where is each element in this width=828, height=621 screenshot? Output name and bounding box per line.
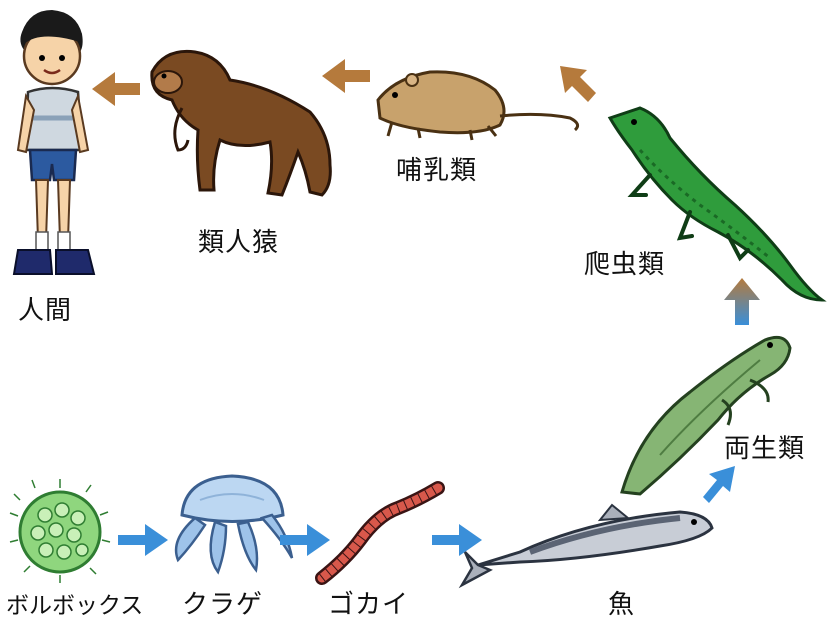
- arrow-worm-to-fish: [432, 524, 482, 556]
- label-ape: 類人猿: [198, 228, 280, 258]
- reptile-icon: [607, 106, 827, 302]
- arrow-fish-to-amphibian: [703, 466, 735, 503]
- label-human: 人間: [18, 296, 73, 326]
- label-jellyfish: クラゲ: [182, 590, 264, 620]
- jellyfish-icon: [174, 474, 294, 575]
- arrow-reptile-to-mammal: [560, 66, 596, 102]
- volvox-icon: [9, 479, 111, 583]
- human-icon: [12, 10, 96, 275]
- mammal-icon: [376, 70, 580, 141]
- arrow-ape-to-human: [92, 72, 140, 106]
- arrow-volvox-to-jellyfish: [118, 524, 168, 556]
- arrow-mammal-to-ape: [322, 59, 370, 93]
- label-mammal: 哺乳類: [396, 156, 478, 186]
- label-volvox: ボルボックス: [6, 593, 144, 619]
- ape-icon: [150, 49, 332, 197]
- worm-icon: [315, 481, 445, 585]
- amphibian-icon: [620, 335, 792, 496]
- arrow-jellyfish-to-worm: [280, 524, 330, 556]
- label-fish: 魚: [608, 590, 636, 620]
- label-amphibian: 両生類: [724, 434, 806, 464]
- arrow-amphibian-to-reptile: [724, 278, 760, 325]
- label-reptile: 爬虫類: [584, 250, 666, 280]
- fish-icon: [458, 503, 714, 589]
- label-worm: ゴカイ: [328, 590, 410, 620]
